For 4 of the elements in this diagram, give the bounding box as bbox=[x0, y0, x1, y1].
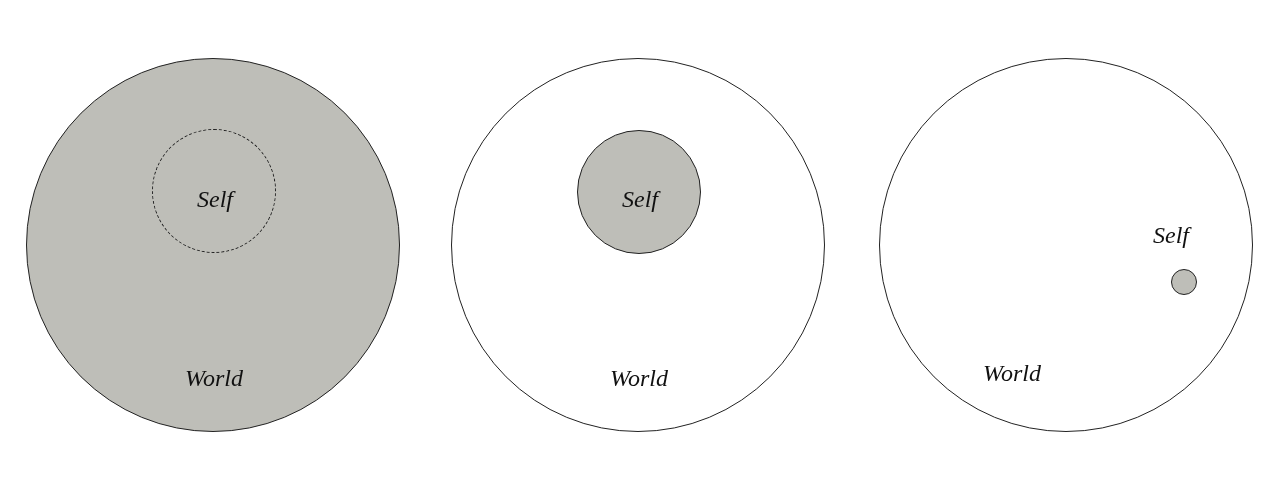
circle-label: World bbox=[983, 361, 1041, 385]
circle-label: World bbox=[610, 366, 668, 390]
small-circle bbox=[1171, 269, 1197, 295]
circle-label: World bbox=[185, 366, 243, 390]
